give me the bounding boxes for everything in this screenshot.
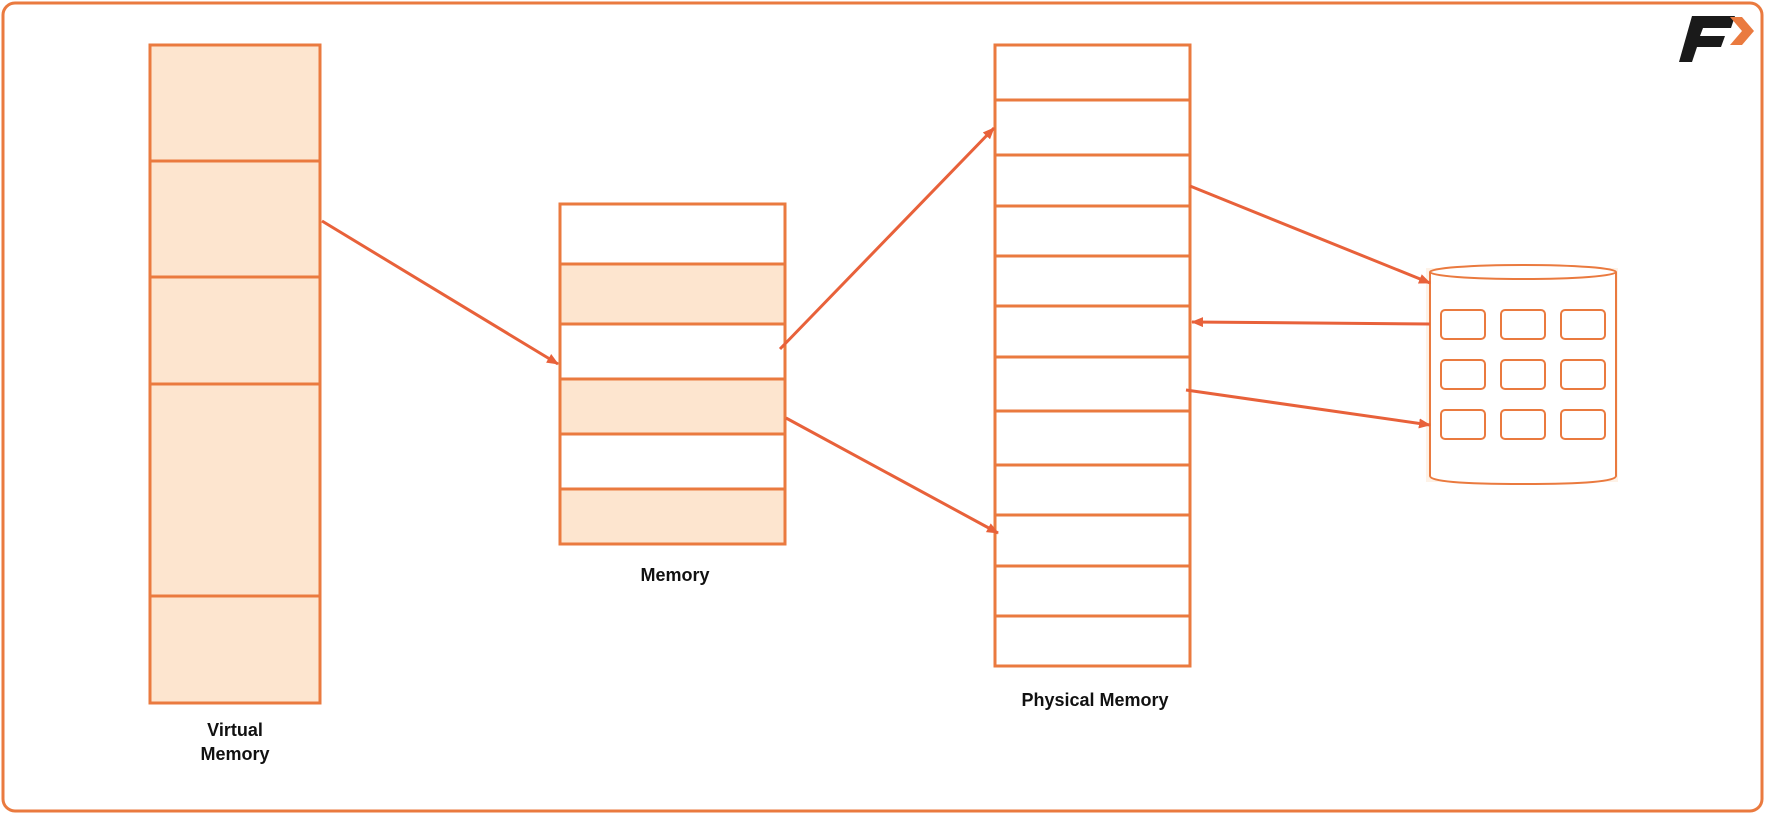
physical-memory-segment (993, 564, 1192, 618)
memory-segment (558, 432, 787, 491)
memory-column (558, 202, 787, 546)
disk-storage-icon (1426, 264, 1618, 486)
disk-block (1500, 359, 1546, 390)
arrow-physical-to-disk-top (1189, 184, 1431, 285)
arrow-memory-to-physical-top (778, 126, 996, 351)
memory-label: Memory (640, 565, 710, 585)
physical-memory-column (993, 43, 1192, 668)
physical-memory-segment (993, 614, 1192, 668)
physical-memory-segment (993, 463, 1192, 517)
virtual-memory-segment (148, 275, 322, 386)
physical-memory-segment (993, 153, 1192, 208)
virtual-memory-segment (148, 382, 322, 598)
brand-f-logo-icon (1679, 16, 1754, 62)
disk-block (1500, 409, 1546, 440)
virtual-memory-segment (148, 594, 322, 705)
arrow-physical-to-disk-bottom (1185, 388, 1431, 429)
physical-memory-segment (993, 98, 1192, 157)
disk-block-grid (1440, 309, 1606, 440)
physical-memory-segment (993, 409, 1192, 467)
arrow-disk-to-physical (1191, 317, 1431, 328)
physical-memory-segment (993, 204, 1192, 258)
disk-block (1440, 409, 1486, 440)
memory-segment (558, 262, 787, 326)
virtual-memory-column (148, 43, 322, 705)
arrow-memory-to-physical-bottom (785, 416, 999, 535)
memory-segment (558, 202, 787, 266)
physical-memory-segment (993, 513, 1192, 568)
virtual-memory-label: Virtual Memory (200, 720, 270, 764)
physical-memory-segment (993, 355, 1192, 413)
memory-segment (558, 322, 787, 381)
virtual-memory-segment (148, 43, 322, 163)
memory-segment (558, 487, 787, 546)
disk-block (1560, 409, 1606, 440)
disk-block (1560, 309, 1606, 340)
virtual-memory-segment (148, 159, 322, 279)
disk-block (1560, 359, 1606, 390)
physical-memory-segment (993, 254, 1192, 308)
memory-segment (558, 377, 787, 436)
disk-block (1440, 359, 1486, 390)
arrow-virtual-to-memory (321, 219, 559, 366)
physical-memory-segment (993, 43, 1192, 102)
physical-memory-label: Physical Memory (1021, 690, 1169, 710)
physical-memory-segment (993, 304, 1192, 359)
disk-block (1440, 309, 1486, 340)
disk-block (1500, 309, 1546, 340)
mapping-arrows (321, 126, 1431, 535)
